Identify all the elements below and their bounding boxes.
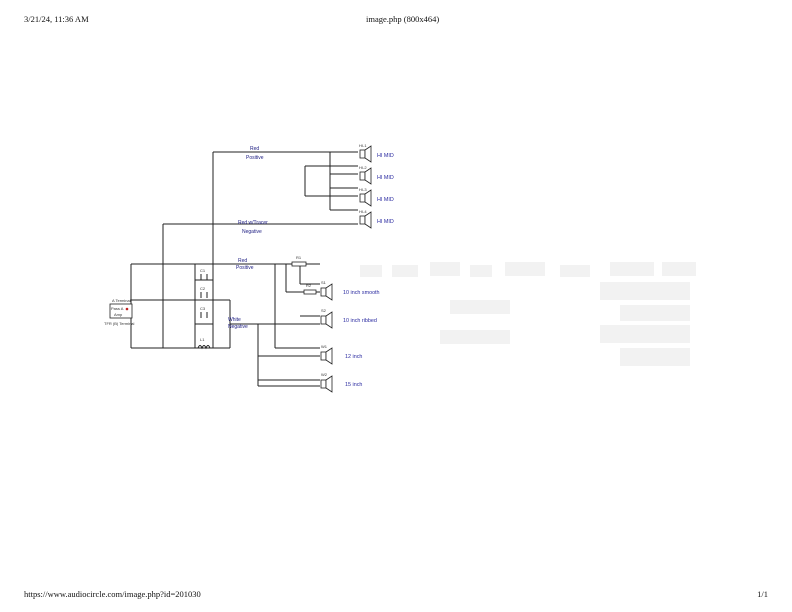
c2-label: C2: [200, 286, 206, 291]
l1-label: L1: [200, 337, 205, 342]
amp-bottom-label: TFR (B) Terminal: [104, 321, 134, 326]
hi-2-label: HI MID: [377, 175, 394, 181]
print-page-number: 1/1: [757, 589, 768, 599]
wire-label-lower-positive-bottom: Positive: [236, 265, 254, 271]
r2-label: R2: [306, 283, 312, 288]
speaker-hi-1: HI-1 HI MID: [359, 143, 394, 163]
r1-label: R1: [296, 255, 302, 260]
s1-ref: S1: [321, 280, 327, 285]
print-timestamp: 3/21/24, 11:36 AM: [24, 14, 89, 24]
speaker-hi-2: HI-2 HI MID: [359, 165, 394, 185]
speaker-w2: W2 15 inch: [320, 372, 362, 393]
w1-ref: W1: [321, 344, 328, 349]
hi-4-label: HI MID: [377, 219, 394, 225]
wire-label-red-positive-bottom: Positive: [246, 155, 264, 161]
wire-label-lower-positive-top: Red: [238, 258, 247, 264]
amp-label-1: Pass A: [111, 306, 124, 311]
speaker-s1: S1 10 inch smooth: [320, 280, 380, 301]
hi-2-ref: HI-2: [359, 165, 367, 170]
wire-label-white-bottom: Negative: [228, 324, 248, 330]
c3-label: C3: [200, 306, 206, 311]
wire-label-tracer-bottom: Negative: [242, 229, 262, 235]
speaker-s2: S2 10 inch ribbed: [320, 308, 377, 329]
print-title: image.php (800x464): [366, 14, 440, 24]
c1-label: C1: [200, 268, 206, 273]
hi-3-label: HI MID: [377, 197, 394, 203]
print-url: https://www.audiocircle.com/image.php?id…: [24, 589, 201, 599]
s2-label: 10 inch ribbed: [343, 318, 377, 324]
amp-label-2: Amp: [114, 312, 123, 317]
wire-label-white-top: White: [228, 317, 241, 323]
capacitor-c1: C1: [200, 268, 208, 280]
resistor-r1: R1: [291, 255, 307, 267]
speaker-hi-4: HI-4 HI MID: [359, 209, 394, 229]
s1-label: 10 inch smooth: [343, 290, 380, 296]
capacitor-c3: C3: [200, 306, 208, 318]
inductor-l1: L1: [197, 337, 211, 350]
hi-1-ref: HI-1: [359, 143, 367, 148]
wire-label-red-positive-top: Red: [250, 146, 259, 152]
wire-label-tracer-top: Red w/Tracer: [238, 220, 268, 226]
speaker-hi-3: HI-3 HI MID: [359, 187, 394, 207]
capacitor-c2: C2: [200, 286, 208, 298]
w2-label: 15 inch: [345, 382, 362, 388]
hi-3-ref: HI-3: [359, 187, 367, 192]
wires: [110, 151, 358, 387]
hi-1-label: HI MID: [377, 153, 394, 159]
speaker-w1: W1 12 inch: [320, 344, 362, 365]
s2-ref: S2: [321, 308, 327, 313]
resistor-r2: R2: [303, 283, 317, 295]
w1-label: 12 inch: [345, 354, 362, 360]
w2-ref: W2: [321, 372, 328, 377]
hi-4-ref: HI-4: [359, 209, 367, 214]
amplifier: Pass A Amp A Terminal TFR (B) Terminal: [104, 298, 134, 326]
amp-top-label: A Terminal: [112, 298, 131, 303]
background-artifacts: [360, 262, 696, 366]
